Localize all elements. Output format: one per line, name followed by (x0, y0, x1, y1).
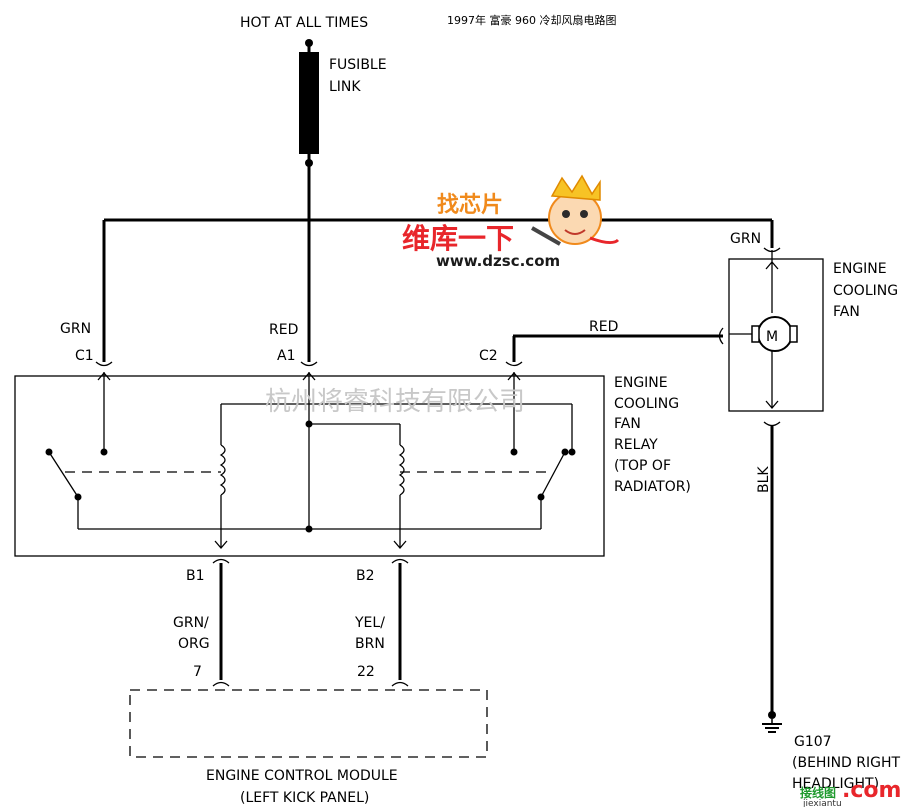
wire-label-b2-2: BRN (355, 636, 385, 652)
ecm-pin-7: 7 (193, 664, 202, 680)
dzsc-logo (531, 174, 620, 246)
logo-main-text: 维库一下 (402, 222, 514, 255)
terminal-c1: C1 (75, 348, 94, 364)
wire-label-b1-1: GRN/ (173, 615, 209, 631)
connector-c2 (505, 361, 523, 367)
terminal-b2: B2 (356, 568, 375, 584)
wire-label-a1: RED (269, 322, 298, 338)
fusible-link-label-1: FUSIBLE (329, 57, 387, 73)
relay-label-1: ENGINE (614, 375, 668, 391)
terminal-a1: A1 (277, 348, 295, 364)
ground-id: G107 (794, 734, 832, 750)
connector-b2 (391, 558, 409, 687)
fusible-link (299, 39, 319, 167)
ecm-pin-22: 22 (357, 664, 375, 680)
company-watermark: 杭州将睿科技有限公司 (265, 387, 525, 417)
footer-dotcom-text: .com (842, 778, 901, 803)
motor-symbol: M (766, 329, 778, 345)
relay-internals (45, 372, 576, 549)
wire-label-b1-2: ORG (178, 636, 210, 652)
ecm-name: ENGINE CONTROL MODULE (206, 768, 398, 784)
footer-domain-text: jiexiantu (802, 799, 842, 807)
wire-label-c2-fan: RED (589, 319, 618, 335)
ecm-box (129, 689, 488, 758)
diagram-title: 1997年 富豪 960 冷却风扇电路图 (447, 13, 616, 27)
logo-url-text: www.dzsc.com (436, 252, 560, 270)
relay-label-5: (TOP OF (614, 458, 671, 474)
ground-location-2: HEADLIGHT) (792, 776, 879, 792)
fan-label-2: COOLING (833, 283, 898, 299)
ground-location-1: (BEHIND RIGHT (792, 755, 901, 771)
fan-label-1: ENGINE (833, 261, 887, 277)
fan-box (728, 258, 824, 412)
relay-label-4: RELAY (614, 437, 658, 453)
power-source-label: HOT AT ALL TIMES (240, 15, 368, 31)
footer-site-text: 接线图 (800, 785, 836, 800)
terminal-c2: C2 (479, 348, 498, 364)
logo-top-text: 找芯片 (437, 193, 503, 218)
ecm-location: (LEFT KICK PANEL) (240, 790, 369, 806)
ground-wire (763, 421, 781, 719)
fan-motor (729, 250, 798, 409)
ground-icon (762, 719, 782, 733)
wire-label-fan-top: GRN (730, 231, 761, 247)
relay-label-2: COOLING (614, 396, 679, 412)
wire-label-c1: GRN (60, 321, 91, 337)
relay-label-6: RADIATOR) (614, 479, 691, 495)
connector-b1 (212, 558, 230, 687)
wire-label-blk: BLK (756, 466, 772, 493)
relay-label-3: FAN (614, 416, 641, 432)
c2-fan-wire (512, 327, 724, 362)
connector-c1 (95, 361, 113, 367)
wire-label-b2-1: YEL/ (354, 615, 385, 631)
connector-a1 (300, 361, 318, 367)
fan-label-3: FAN (833, 304, 860, 320)
bus-wires (102, 163, 774, 362)
terminal-b1: B1 (186, 568, 205, 584)
fusible-link-label-2: LINK (329, 79, 361, 95)
